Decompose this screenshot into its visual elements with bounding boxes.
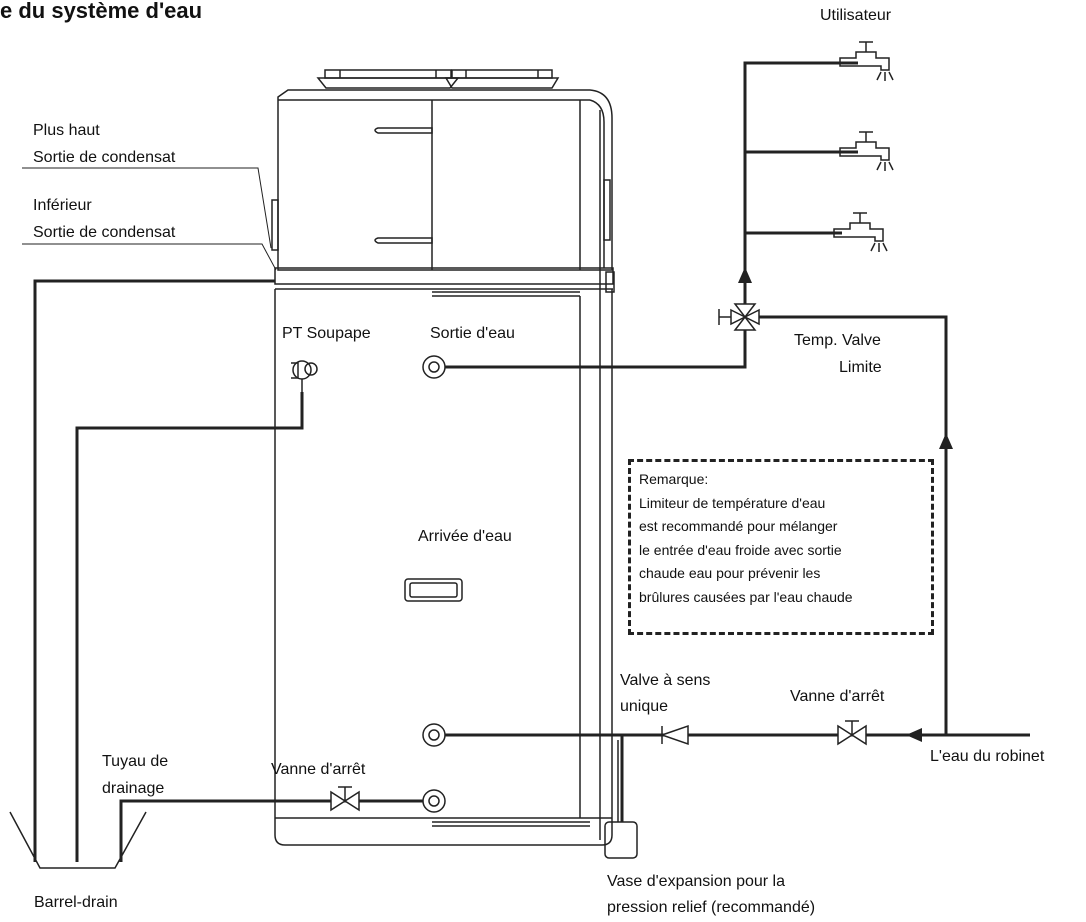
label-expansion-vessel-2: pression relief (recommandé) [607,899,816,916]
flow-arrow-left-tap [906,728,922,742]
note-heading: Remarque: [639,471,709,487]
note-line: Limiteur de température d'eau [639,494,826,511]
faucet-icon [839,131,894,171]
barrel-drain [9,811,147,869]
fan-cap-right [444,69,560,89]
water-outlet-port [422,355,446,379]
label-water-outlet: Sortie d'eau [430,325,515,342]
label-shutoff-left: Vanne d'arrêt [271,761,366,778]
shutoff-valve-right-icon [837,720,867,746]
page-title: e du système d'eau [0,0,203,23]
water-inlet-window [404,578,463,602]
flow-arrow-up-mixing [738,267,752,283]
check-valve-icon [659,724,689,746]
label-water-inlet: Arrivée d'eau [418,528,512,545]
temperature-mixing-valve-icon [718,303,760,331]
shutoff-valve-left-icon [330,786,360,812]
drainage-pipe [119,799,423,862]
label-user: Utilisateur [820,7,892,24]
condensate-drain-pipe [33,279,275,862]
label-temp-valve-2: Limite [839,359,882,376]
heat-pump-unit [277,89,613,271]
flow-arrow-up-cold [939,433,953,449]
note-line: chaude eau pour prévenir les [639,565,821,581]
label-drain-pipe-2: drainage [102,780,165,797]
note-line: le entrée d'eau froide avec sortie [639,541,842,558]
label-lower-outlet-2: Sortie de condensat [33,224,176,241]
pt-valve-icon [291,360,318,392]
label-lower-outlet-1: Inférieur [33,197,92,214]
label-expansion-vessel-1: Vase d'expansion pour la [607,873,785,890]
label-check-valve-2: unique [620,698,669,715]
water-inlet-port [422,723,446,747]
label-shutoff-right: Vanne d'arrêt [790,688,885,705]
label-barrel-drain: Barrel-drain [34,894,118,911]
faucet-icon [839,41,894,81]
leader-line-lower-outlet [22,243,277,271]
faucet-icon [833,212,888,252]
label-drain-pipe-1: Tuyau de [102,753,169,770]
expansion-vessel [604,821,638,859]
label-pt-valve: PT Soupape [282,325,371,342]
pt-drain-pipe [75,392,304,862]
note-line: est recommandé pour mélanger [639,518,838,534]
leader-line-upper-outlet [22,167,272,249]
fan-cap-left [316,69,460,89]
remark-note: Remarque: Limiteur de température d'eau … [628,459,934,635]
label-temp-valve-1: Temp. Valve [794,332,881,349]
label-upper-outlet-1: Plus haut [33,122,100,139]
label-upper-outlet-2: Sortie de condensat [33,149,176,166]
label-check-valve-1: Valve à sens [620,672,711,689]
note-line: brûlures causées par l'eau chaude [639,588,853,605]
label-tap-water: L'eau du robinet [930,748,1045,765]
hot-water-pipe [445,61,858,369]
drain-port [422,789,446,813]
water-tank [274,289,613,846]
